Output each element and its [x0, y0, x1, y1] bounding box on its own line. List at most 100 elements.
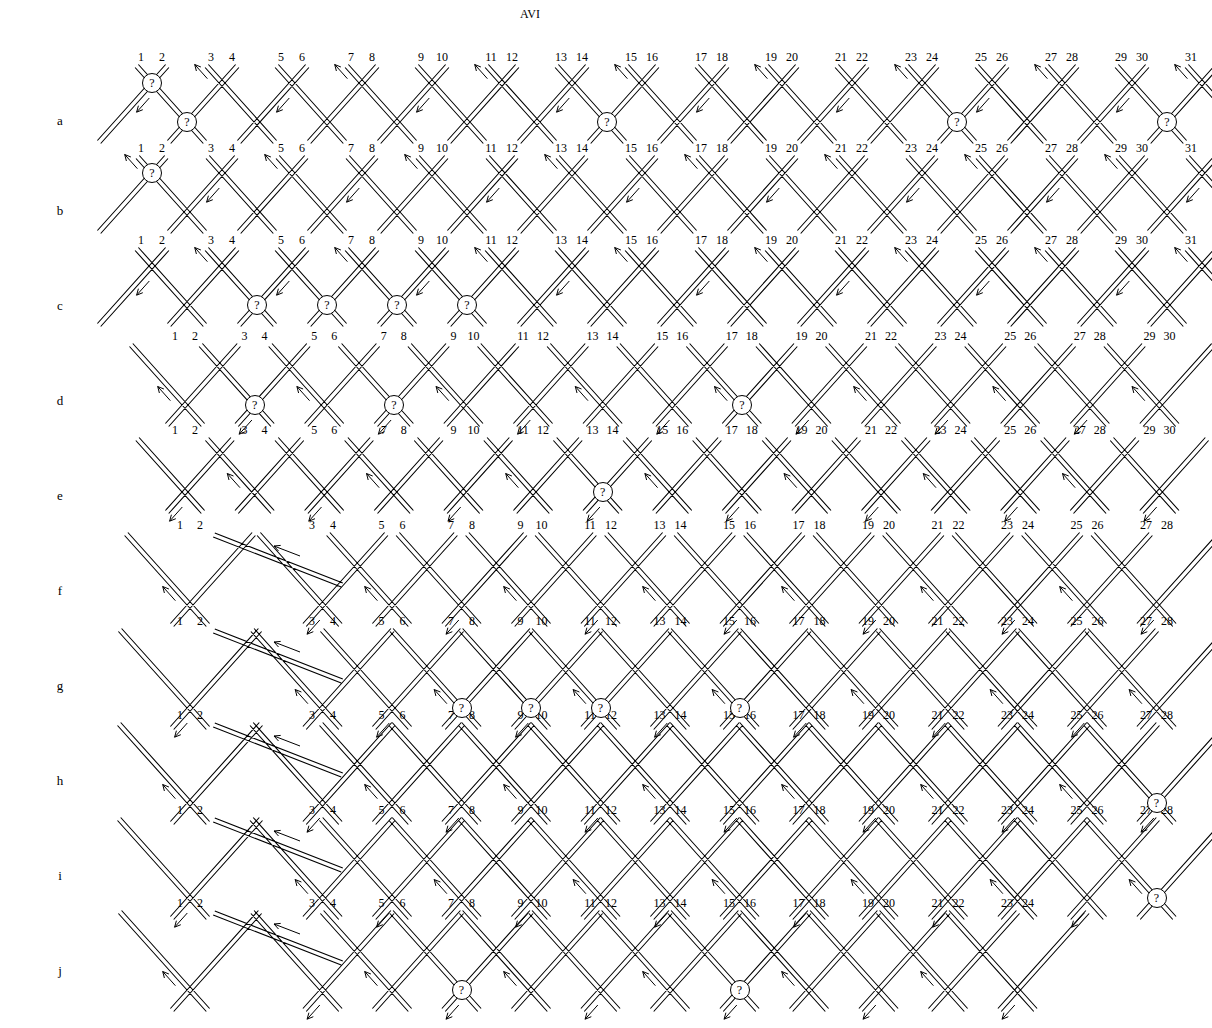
chromosome-number: 7 — [348, 142, 354, 154]
chromosome-number: 3 — [208, 234, 214, 246]
chromosome-number: 5 — [311, 424, 317, 436]
chromosome-number: 7 — [348, 234, 354, 246]
crossover-circle: ? — [1157, 112, 1177, 132]
chromosome-number: 16 — [676, 330, 688, 342]
chromosome-number: 17 — [793, 615, 805, 627]
chromosome-number: 20 — [786, 142, 798, 154]
chromosome-number: 15 — [723, 804, 735, 816]
chromosome-number: 13 — [555, 234, 567, 246]
chromosome-number: 12 — [537, 424, 549, 436]
chromosome-number: 19 — [862, 897, 874, 909]
crossover-circle: ? — [457, 295, 477, 315]
chromosome-number: 5 — [278, 142, 284, 154]
chromosome-number: 25 — [975, 234, 987, 246]
chromosome-number: 8 — [401, 330, 407, 342]
chromosome-number: 18 — [814, 615, 826, 627]
chromosome-number: 4 — [330, 804, 336, 816]
crossover-circle: ? — [1147, 793, 1167, 813]
crossover-circle: ? — [947, 112, 967, 132]
crossover-circle: ? — [142, 73, 162, 93]
question-mark: ? — [252, 399, 257, 411]
crossover-circle: ? — [384, 395, 404, 415]
chromosome-number: 2 — [197, 709, 203, 721]
chromosome-number: 3 — [309, 897, 315, 909]
chromosome-number: 10 — [467, 424, 479, 436]
chromosome-number: 13 — [654, 804, 666, 816]
chromosome-number: 10 — [536, 804, 548, 816]
chromosome-number: 21 — [932, 897, 944, 909]
chromosome-number: 19 — [862, 709, 874, 721]
chromosome-number: 16 — [676, 424, 688, 436]
chromosome-number: 28 — [1066, 234, 1078, 246]
chromosome-number: 28 — [1066, 51, 1078, 63]
chromosome-number: 21 — [865, 330, 877, 342]
chromosome-number: 2 — [159, 234, 165, 246]
chromosome-number: 24 — [926, 142, 938, 154]
chromosome-number: 21 — [835, 234, 847, 246]
crossover-circle: ? — [730, 980, 750, 1000]
chromosome-number: 26 — [1092, 615, 1104, 627]
chromatid-strand — [97, 65, 1212, 144]
chromosome-number: 11 — [485, 51, 497, 63]
chromosome-number: 19 — [795, 424, 807, 436]
chromatid-strand — [118, 818, 1212, 920]
chromosome-number: 26 — [996, 51, 1008, 63]
chromosome-number: 10 — [536, 519, 548, 531]
chromosome-number: 23 — [935, 330, 947, 342]
chromosome-number: 1 — [177, 615, 183, 627]
chromosome-number: 28 — [1161, 709, 1173, 721]
chromosome-number: 20 — [786, 51, 798, 63]
row-letter: h — [57, 774, 64, 787]
chromosome-number: 2 — [192, 424, 198, 436]
chromosome-number: 15 — [625, 142, 637, 154]
chromosome-number: 26 — [1024, 330, 1036, 342]
chromosome-number: 14 — [675, 804, 687, 816]
chromosome-number: 30 — [1163, 330, 1175, 342]
question-mark: ? — [1154, 797, 1159, 809]
chromosome-number: 19 — [765, 142, 777, 154]
chromosome-number: 31 — [1185, 234, 1197, 246]
chromosome-number: 8 — [369, 234, 375, 246]
chromosome-number: 2 — [159, 51, 165, 63]
chromosome-number: 16 — [744, 804, 756, 816]
chromosome-number: 12 — [605, 804, 617, 816]
figure-title: AVI — [520, 8, 540, 20]
chromosome-number: 2 — [197, 897, 203, 909]
crossover-circle: ? — [142, 163, 162, 183]
chromosome-number: 29 — [1115, 234, 1127, 246]
question-mark: ? — [391, 399, 396, 411]
chromosome-number: 25 — [1071, 615, 1083, 627]
question-mark: ? — [528, 702, 533, 714]
chromosome-number: 28 — [1094, 424, 1106, 436]
strand-arrow — [163, 545, 1154, 634]
chromosome-number: 6 — [400, 615, 406, 627]
chromosome-number: 1 — [177, 897, 183, 909]
chromosome-number: 4 — [229, 51, 235, 63]
chromosome-number: 7 — [448, 897, 454, 909]
strand-arrow — [125, 155, 1200, 203]
chromosome-number: 22 — [953, 519, 965, 531]
chromosome-number: 11 — [485, 142, 497, 154]
chromosome-number: 16 — [744, 519, 756, 531]
chromosome-number: 10 — [536, 897, 548, 909]
chromosome-number: 11 — [584, 804, 596, 816]
chromosome-number: 2 — [197, 519, 203, 531]
question-mark: ? — [1164, 116, 1169, 128]
crossover-circle: ? — [317, 295, 337, 315]
chromosome-number: 18 — [716, 234, 728, 246]
chromosome-number: 17 — [793, 897, 805, 909]
chromatid-strand — [118, 629, 1212, 730]
crossover-circle: ? — [452, 698, 472, 718]
crossover-circle: ? — [730, 698, 750, 718]
chromosome-number: 22 — [953, 709, 965, 721]
chromosome-number: 27 — [1045, 142, 1057, 154]
chromosome-number: 20 — [883, 804, 895, 816]
chromosome-number: 17 — [695, 234, 707, 246]
question-mark: ? — [737, 984, 742, 996]
chromosome-number: 5 — [311, 330, 317, 342]
chromosome-number: 12 — [506, 51, 518, 63]
chromosome-number: 1 — [138, 51, 144, 63]
chromosome-number: 27 — [1045, 234, 1057, 246]
question-mark: ? — [737, 702, 742, 714]
chromosome-number: 29 — [1143, 330, 1155, 342]
